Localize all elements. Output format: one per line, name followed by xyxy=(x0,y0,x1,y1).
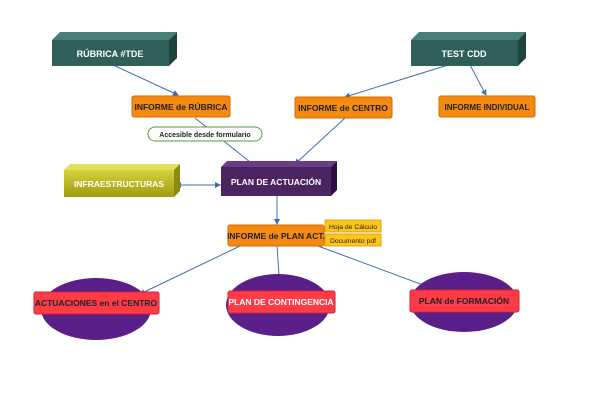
node-plan-contingencia[interactable]: PLAN DE CONTINGENCIA xyxy=(226,274,336,336)
note-accesible-formulario-label: Accesible desde formulario xyxy=(159,132,250,139)
node-informe-individual[interactable]: INFORME INDIVIDUAL xyxy=(438,95,536,118)
tag-hoja-calculo[interactable]: Hoja de Cálculo xyxy=(324,219,382,233)
node-informe-rubrica-label: INFORME de RÚBRICA xyxy=(134,101,227,112)
node-informe-centro-label: INFORME de CENTRO xyxy=(298,103,388,113)
connector-rubrica-to-informe-rubrica xyxy=(112,64,179,96)
node-plan-contingencia-label: PLAN DE CONTINGENCIA xyxy=(228,297,333,307)
node-plan-formacion[interactable]: PLAN de FORMACIÓN xyxy=(409,272,520,332)
node-test-cdd-label: TEST CDD xyxy=(442,49,488,59)
node-actuaciones-centro[interactable]: ACTUACIONES en el CENTRO xyxy=(33,278,160,340)
tag-documento-pdf[interactable]: Documento pdf xyxy=(324,233,382,247)
node-rubrica-tde-label: RÚBRICA #TDE xyxy=(77,48,144,59)
node-infraestructuras[interactable]: INFRAESTRUCTURAS xyxy=(64,164,180,197)
node-plan-actuacion[interactable]: PLAN DE ACTUACIÓN xyxy=(221,161,337,196)
connector-informe-plan-to-actuaciones xyxy=(139,245,241,295)
connector-test-to-informe-individual xyxy=(469,64,487,96)
node-rubrica-tde[interactable]: RÚBRICA #TDE xyxy=(52,32,177,66)
node-informe-centro[interactable]: INFORME de CENTRO xyxy=(294,96,393,119)
connectors xyxy=(112,64,487,295)
node-informe-rubrica[interactable]: INFORME de RÚBRICA xyxy=(131,95,231,118)
node-actuaciones-centro-label: ACTUACIONES en el CENTRO xyxy=(35,298,158,308)
node-test-cdd[interactable]: TEST CDD xyxy=(411,32,526,66)
node-plan-formacion-label: PLAN de FORMACIÓN xyxy=(419,295,509,306)
connector-informe-centro-to-plan xyxy=(294,117,346,165)
node-informe-plan-act-label: INFORME de PLAN ACT. xyxy=(227,231,325,241)
note-accesible-formulario: Accesible desde formulario xyxy=(147,126,263,142)
connector-informe-rubrica-to-plan xyxy=(194,117,256,167)
tag-hoja-calculo-label: Hoja de Cálculo xyxy=(329,224,377,231)
node-informe-individual-label: INFORME INDIVIDUAL xyxy=(445,103,530,112)
tag-documento-pdf-label: Documento pdf xyxy=(330,238,376,245)
node-informe-plan-act[interactable]: INFORME de PLAN ACT. xyxy=(227,224,325,247)
node-infraestructuras-label: INFRAESTRUCTURAS xyxy=(74,179,165,189)
connector-test-to-informe-centro xyxy=(344,64,449,99)
node-plan-actuacion-label: PLAN DE ACTUACIÓN xyxy=(231,176,321,187)
